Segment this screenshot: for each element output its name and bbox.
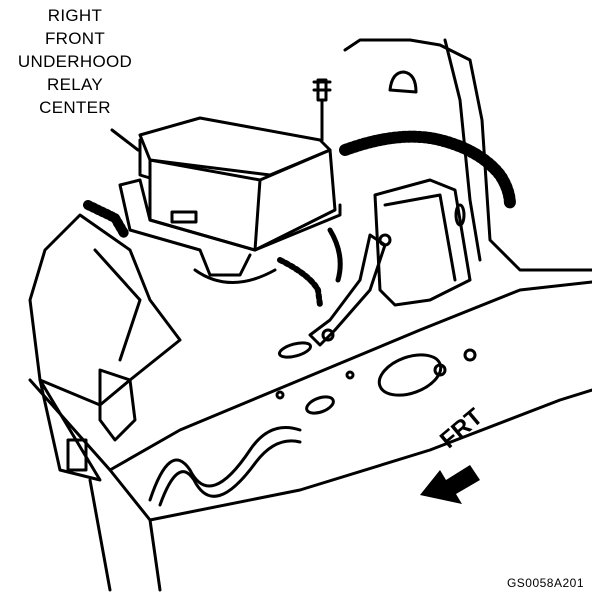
fender-panel [343,38,592,272]
lower-rail [108,388,592,522]
relay-box-side [253,148,337,252]
harness-bracket [373,178,472,307]
left-panel [28,213,182,407]
left-panel-inner [93,248,142,362]
oval-hole-large [377,353,443,397]
front-rail [38,378,102,482]
callout-line: RIGHT [47,6,103,25]
battery-cable [277,257,323,308]
callout-line: RELAY [47,75,103,94]
callout-line: FRONT [44,29,106,48]
harness-left [83,200,130,240]
panel-bead-inner [158,439,302,507]
bracket-arm [308,233,387,347]
figure-code: GS0058A201 [506,576,584,590]
callout-leader [110,128,140,152]
bolt [316,78,328,142]
relay-center-callout: RIGHT FRONT UNDERHOOD RELAY CENTER [0,4,150,119]
callout-line: UNDERHOOD [17,52,133,71]
frt-arrow-icon [420,465,480,504]
relay-box-base [118,178,342,277]
rail-slot [66,438,88,472]
oval-hole-small [305,395,335,415]
slot-hole [277,341,313,359]
callout-line: CENTER [39,98,111,117]
mount-tab [388,70,418,94]
relay-box-top [138,116,332,177]
wire-harness [339,130,516,211]
bottom-edge [88,478,162,592]
relay-latch [170,210,198,224]
lower-tab [98,368,137,442]
base-mount [193,268,277,284]
panel-bead [148,426,302,502]
relay-box-lip [138,138,152,180]
